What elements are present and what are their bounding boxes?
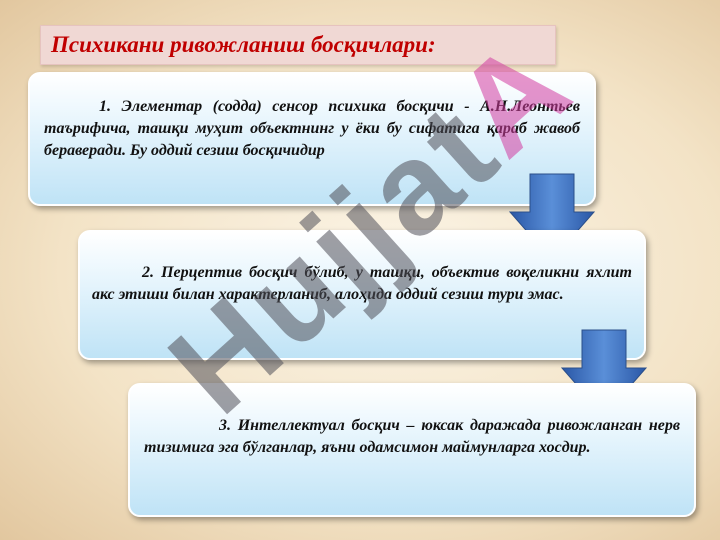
stage-card-3: 3. Интеллектуал босқич – юксак даражада …: [128, 383, 696, 517]
stage-text-2: 2. Перцептив босқич бўлиб, у ташқи, объе…: [92, 264, 632, 303]
stage-text-1: 1. Элементар (содда) сенсор психика босқ…: [44, 98, 580, 159]
stage-card-2: 2. Перцептив босқич бўлиб, у ташқи, объе…: [78, 230, 646, 360]
stage-text-3: 3. Интеллектуал босқич – юксак даражада …: [144, 417, 680, 456]
title-box: Психикани ривожланиш босқичлари:: [40, 25, 556, 65]
stage-card-1: 1. Элементар (содда) сенсор психика босқ…: [28, 72, 596, 206]
slide-title: Психикани ривожланиш босқичлари:: [51, 32, 436, 57]
